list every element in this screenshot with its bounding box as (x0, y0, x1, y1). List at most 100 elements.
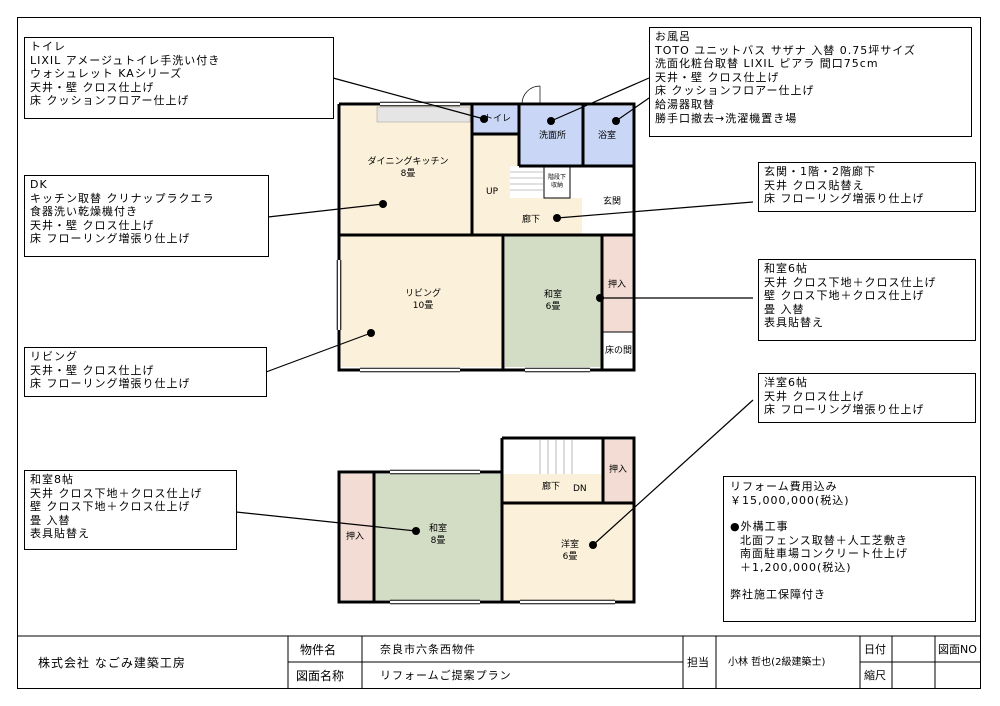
leader-youshitsu (592, 399, 754, 546)
leader-bath-2 (615, 97, 650, 122)
note-line: 床 フローリング増張り仕上げ (30, 377, 191, 391)
dot-washitsu6 (596, 294, 604, 302)
cost-exterior-price: ＋1,200,000(税込) (740, 560, 852, 574)
drawing-value: リフォームご提案プラン (380, 669, 512, 682)
note-line: 天井・壁 クロス仕上げ (30, 363, 155, 377)
note-line: TOTO ユニットバス サザナ 入替 0.75坪サイズ (655, 43, 916, 57)
note-line: 壁 クロス下地＋クロス仕上げ (30, 500, 191, 514)
dining-kitchen-floor (341, 106, 472, 234)
scale-label: 縮尺 (864, 669, 886, 682)
room-up: UP (486, 187, 499, 197)
room-oshiire3: 押入 (609, 465, 628, 475)
note-line: 天井 クロス下地＋クロス仕上げ (764, 275, 937, 289)
drawing-no-label: 図面NO (938, 643, 977, 656)
dot-washroom (547, 117, 555, 125)
note-line: 玄関・1階・2階廊下 (764, 165, 876, 178)
note-line: 壁 クロス下地＋クロス仕上げ (764, 289, 925, 303)
note-line: 給湯器取替 (655, 97, 715, 111)
washitsu8-floor (375, 474, 501, 600)
staff-value: 小林 哲也(2級建築士) (728, 657, 826, 668)
room-washitsu8-name: 和室 (428, 524, 447, 534)
note-line: 洗面化粧台取替 LIXIL ピアラ 間口75cm (655, 57, 879, 71)
room-youshitsu-size: 6畳 (562, 552, 578, 562)
note-line: 床 フローリング増張り仕上げ (764, 192, 925, 206)
note-line: DK (30, 178, 48, 191)
room-youshitsu: 洋室 6畳 (555, 539, 585, 563)
note-line: 食器洗い乾燥機付き (30, 205, 138, 219)
leader-dk (267, 203, 384, 218)
storage-under-stairs (543, 165, 571, 199)
bathroom-floor (584, 106, 633, 166)
note-line: 表具貼替え (30, 527, 90, 541)
room-living: リビング 10畳 (398, 288, 448, 312)
stairs2-area (503, 440, 602, 474)
youshitsu-floor (503, 504, 633, 600)
note-entrance: 玄関・1階・2階廊下 天井 クロス貼替え 床 フローリング増張り仕上げ (758, 162, 976, 212)
hallway2-floor (503, 474, 602, 503)
room-storage-under-stairs: 階段下 収納 (547, 174, 566, 189)
note-line: 天井 クロス仕上げ (764, 389, 865, 403)
note-youshitsu6: 洋室6帖 天井 クロス仕上げ 床 フローリング増張り仕上げ (758, 373, 976, 423)
room-washitsu6: 和室 6畳 (538, 289, 568, 313)
spacer (730, 575, 969, 588)
note-line: 天井 クロス貼替え (764, 178, 865, 192)
note-toilet: トイレ LIXIL アメージュトイレ手洗い付き ウォシュレット KAシリーズ 天… (24, 37, 334, 119)
note-line: リビング (30, 350, 78, 363)
note-bath: お風呂 TOTO ユニットバス サザナ 入替 0.75坪サイズ 洗面化粧台取替 … (649, 27, 972, 137)
room-washitsu8-size: 8畳 (430, 536, 446, 546)
stairs-area (510, 166, 544, 198)
cost-exterior-line: 北面フェンス取替＋人工芝敷き (740, 533, 908, 547)
note-line: トイレ (30, 40, 66, 53)
dot-bathroom (612, 117, 620, 125)
cost-total: ￥15,000,000(税込) (730, 493, 850, 507)
oshiire1-floor (603, 236, 632, 332)
note-living: リビング 天井・壁 クロス仕上げ 床 フローリング増張り仕上げ (24, 347, 267, 397)
spacer (730, 507, 969, 520)
dot-dk (379, 200, 387, 208)
note-line: キッチン取替 クリナップラクエラ (30, 191, 215, 205)
room-washroom: 洗面所 (539, 131, 567, 141)
leader-washitsu8 (235, 511, 417, 532)
room-living-name: リビング (404, 289, 441, 299)
room-bathroom: 浴室 (598, 131, 617, 141)
note-line: 天井・壁 クロス仕上げ (655, 70, 780, 84)
date-label: 日付 (864, 643, 886, 656)
drawing-frame (17, 17, 981, 689)
kitchen-counter (376, 106, 471, 123)
cost-warranty: 弊社施工保障付き (730, 587, 826, 601)
oshiire2-floor (340, 474, 373, 600)
property-value: 奈良市六条西物件 (380, 643, 476, 656)
dot-living (367, 329, 375, 337)
room-toilet: トイレ (484, 114, 512, 124)
note-dk: DK キッチン取替 クリナップラクエラ 食器洗い乾燥機付き 天井・壁 クロス仕上… (24, 175, 269, 257)
room-washitsu6-name: 和室 (543, 290, 562, 300)
note-line: 勝手口撤去→洗濯機置き場 (655, 111, 798, 125)
oshiire3-floor (604, 440, 633, 502)
note-line: 畳 入替 (764, 302, 805, 316)
living-floor (341, 236, 502, 367)
staff-label: 担当 (687, 656, 709, 669)
room-tokonoma: 床の間 (605, 346, 633, 356)
note-cost: リフォーム費用込み ￥15,000,000(税込) ●外構工事 北面フェンス取替… (723, 476, 976, 622)
room-dining-kitchen-name: ダイニングキッチン (367, 157, 449, 167)
drawing-label: 図面名称 (296, 669, 345, 683)
company-name: 株式会社 なごみ建築工房 (38, 656, 186, 670)
room-dining-kitchen: ダイニングキッチン 8畳 (356, 156, 460, 180)
note-line: ウォシュレット KAシリーズ (30, 67, 183, 81)
note-line: 和室8帖 (30, 473, 74, 486)
note-line: 床 クッションフロアー仕上げ (655, 84, 815, 98)
room-dn: DN (573, 484, 587, 494)
note-line: 和室6帖 (764, 262, 808, 275)
note-line: 床 フローリング増張り仕上げ (764, 403, 925, 417)
note-line: LIXIL アメージュトイレ手洗い付き (30, 53, 221, 67)
note-line: 表具貼替え (764, 316, 824, 330)
cost-exterior-title: ●外構工事 (730, 520, 789, 534)
leader-bath-1 (550, 77, 650, 122)
note-line: お風呂 (655, 30, 691, 43)
room-dining-kitchen-size: 8畳 (400, 169, 416, 179)
toilet-floor (472, 106, 518, 134)
cost-title: リフォーム費用込み (730, 480, 838, 493)
room-entrance: 玄関 (603, 197, 622, 207)
note-line: 床 クッションフロアー仕上げ (30, 94, 190, 108)
